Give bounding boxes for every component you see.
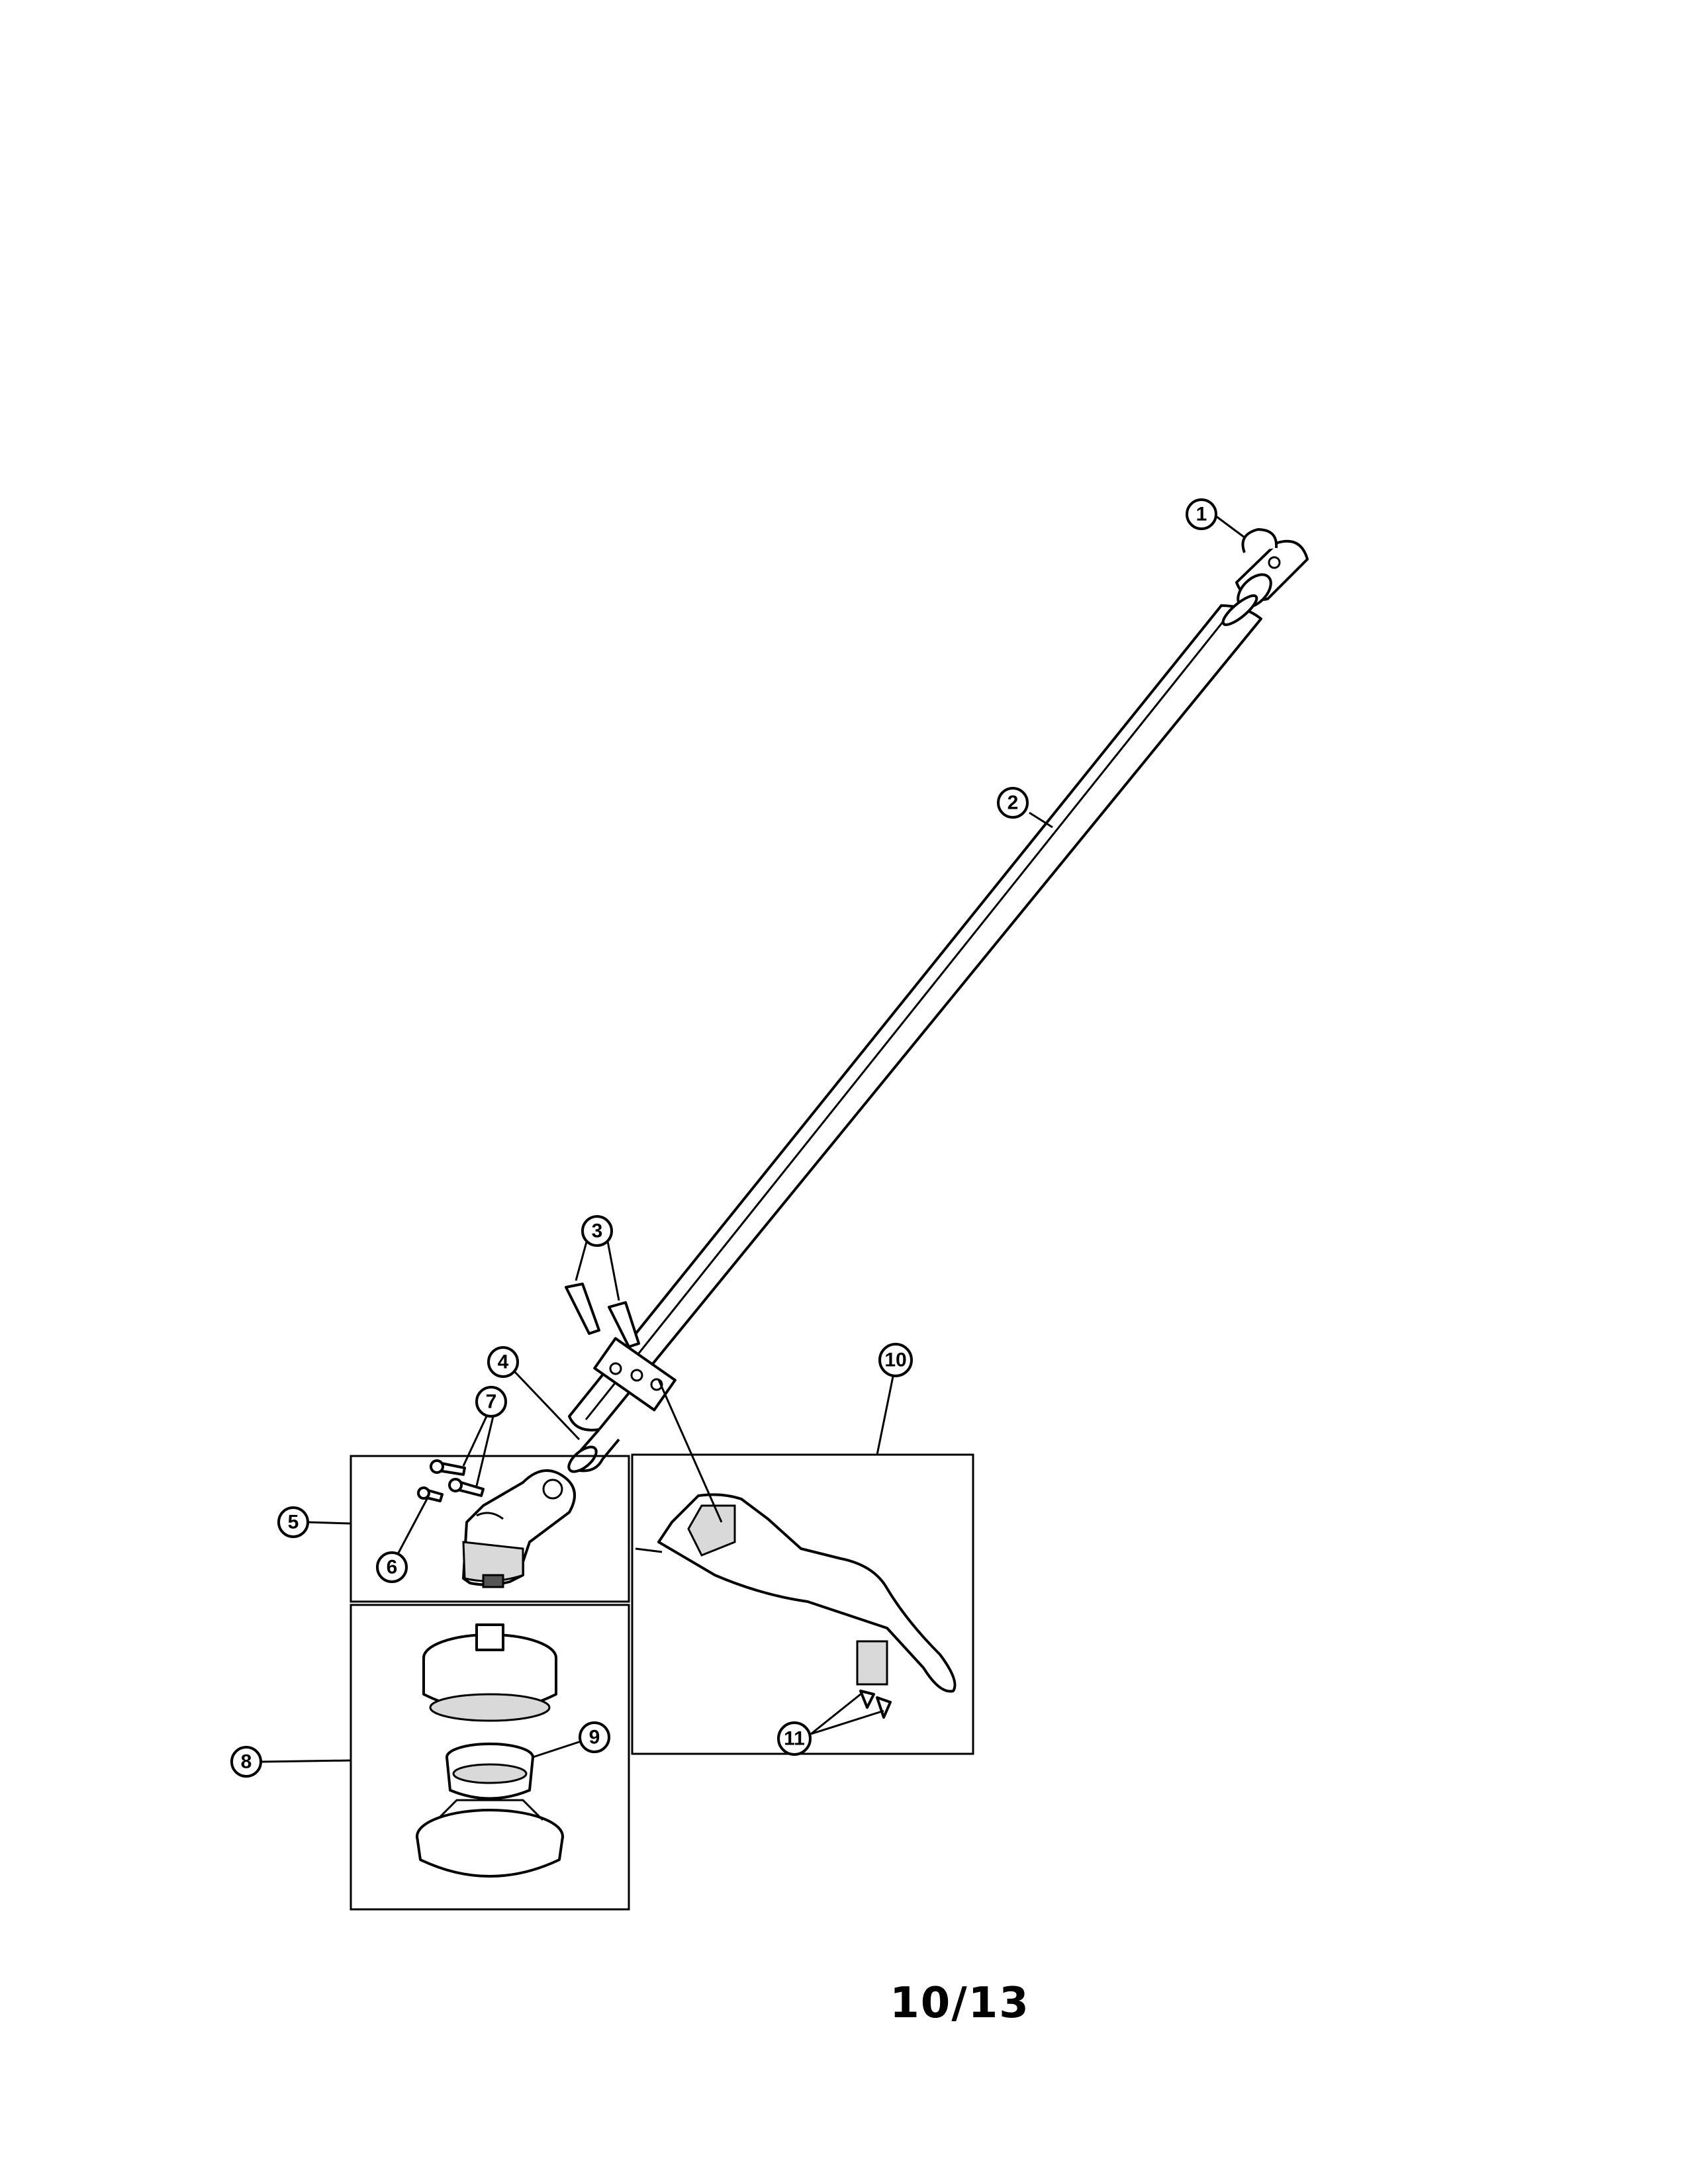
part-3-screws	[565, 1283, 677, 1412]
callout-9-label: 9	[589, 1727, 600, 1749]
callout-11-label: 11	[784, 1728, 805, 1750]
callout-2: 2	[997, 787, 1029, 819]
leader-lines	[261, 515, 1245, 1763]
callout-1-label: 1	[1196, 504, 1207, 525]
part-11-screws	[856, 1640, 892, 1719]
part-4-shaft-end	[567, 1428, 620, 1473]
page-number: 10/13	[890, 1979, 1030, 2028]
part-5-gearhead	[462, 1469, 576, 1588]
callout-4-label: 4	[498, 1351, 509, 1373]
callout-10-label: 10	[884, 1349, 906, 1371]
part-7-screws	[430, 1459, 485, 1497]
callout-5-label: 5	[288, 1512, 299, 1533]
callout-3: 3	[581, 1215, 613, 1247]
box-trimmer-head	[350, 1604, 630, 1911]
part-10-guard	[635, 1493, 957, 1693]
callout-10: 10	[878, 1343, 913, 1377]
callout-9: 9	[579, 1721, 610, 1753]
callout-4: 4	[487, 1346, 519, 1378]
callout-2-label: 2	[1008, 792, 1019, 814]
callout-5: 5	[277, 1506, 309, 1538]
callout-7-label: 7	[486, 1391, 497, 1413]
callout-11: 11	[777, 1721, 812, 1756]
callout-8-label: 8	[241, 1751, 252, 1773]
part-6-screw	[417, 1486, 444, 1502]
callout-6-label: 6	[387, 1557, 398, 1578]
box-gearhead	[350, 1455, 630, 1603]
callout-3-label: 3	[592, 1220, 603, 1242]
callout-6: 6	[376, 1551, 408, 1583]
part-8-trimmer-head	[416, 1623, 564, 1878]
part-2-shaft	[568, 594, 1262, 1432]
callout-7: 7	[475, 1386, 507, 1418]
part-9-spool	[445, 1743, 534, 1800]
callout-8: 8	[230, 1746, 262, 1778]
callout-1: 1	[1186, 498, 1217, 530]
box-guard	[631, 1453, 974, 1755]
